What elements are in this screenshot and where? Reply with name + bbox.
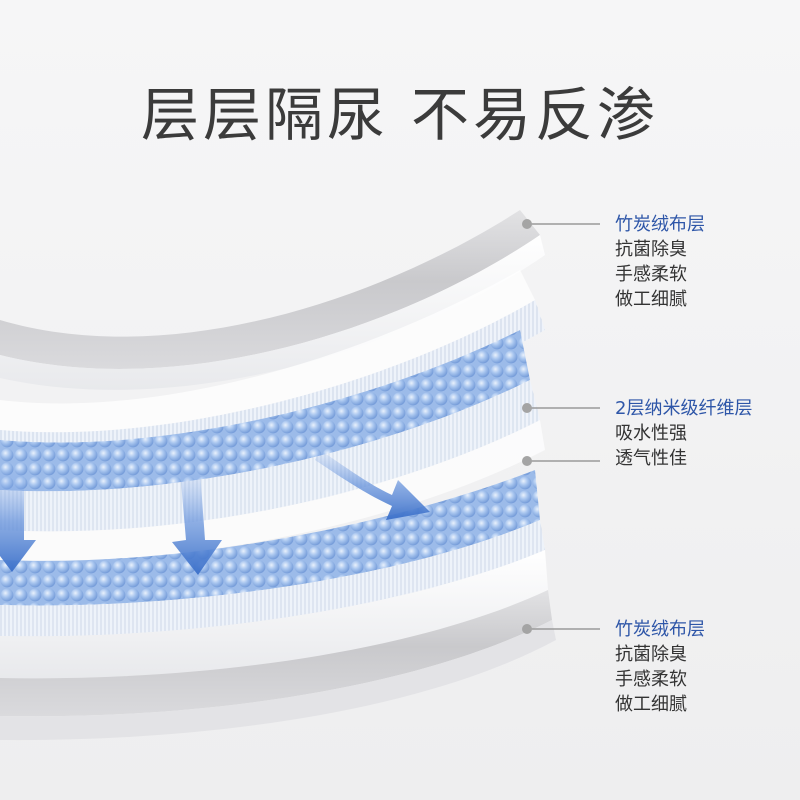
- nano-bead-layer-2: [0, 470, 540, 606]
- headline-part-2: 不易反渗: [411, 81, 660, 149]
- top-layer-title: 竹炭绒布层: [615, 214, 705, 235]
- bottom-layer-feature-3: 做工细腻: [615, 694, 687, 715]
- middle-layer-label: 2层纳米级纤维层 吸水性强 透气性佳: [615, 396, 752, 471]
- bottom-layer-feature-1: 抗菌除臭: [615, 644, 687, 665]
- bottom-layer-title: 竹炭绒布层: [615, 619, 705, 640]
- headline-part-1: 层层隔尿: [140, 81, 389, 149]
- callout-lines: [527, 223, 600, 630]
- callout-dot: [522, 624, 532, 634]
- middle-layer-title: 2层纳米级纤维层: [615, 398, 753, 419]
- callout-dot: [522, 456, 532, 466]
- top-layer-label: 竹炭绒布层 抗菌除臭 手感柔软 做工细腻: [615, 212, 705, 312]
- middle-layer-feature-2: 透气性佳: [615, 448, 687, 469]
- top-fabric-layer: [0, 210, 540, 369]
- nano-bead-layer-1: [0, 330, 530, 492]
- top-layer-feature-2: 手感柔软: [615, 264, 687, 285]
- middle-layer-feature-1: 吸水性强: [615, 423, 687, 444]
- top-layer-feature-1: 抗菌除臭: [615, 239, 687, 260]
- bottom-layer-feature-2: 手感柔软: [615, 669, 687, 690]
- top-layer-feature-3: 做工细腻: [615, 289, 687, 310]
- bottom-fabric-layer: [0, 590, 552, 717]
- callout-dot: [522, 403, 532, 413]
- headline: 层层隔尿不易反渗: [0, 68, 800, 152]
- callout-dot: [522, 219, 532, 229]
- arrow-down-icon: [0, 450, 430, 575]
- bottom-layer-label: 竹炭绒布层 抗菌除臭 手感柔软 做工细腻: [615, 617, 705, 717]
